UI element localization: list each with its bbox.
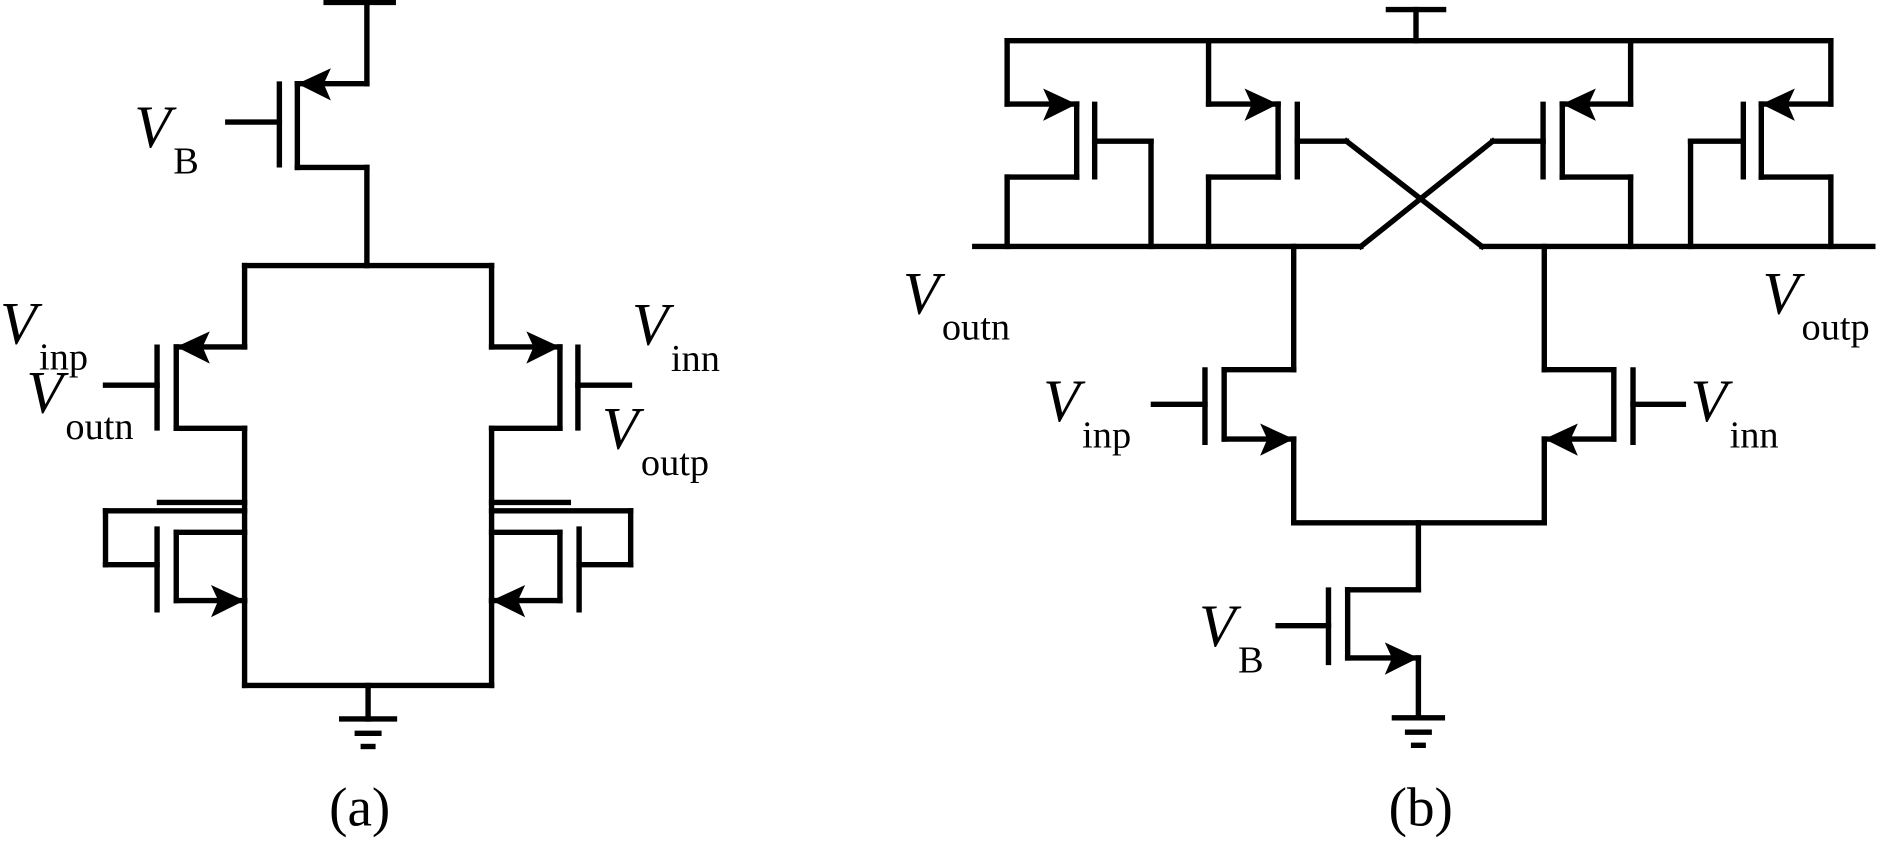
pmos-load-2-b (1687, 37, 1834, 250)
label-voutp-b: Voutp (1763, 260, 1870, 348)
arrow-icon (1244, 88, 1279, 121)
nmos-inp-b (1150, 243, 1297, 456)
vdd-symbol-b (1385, 6, 1447, 44)
ground-icon (339, 682, 398, 750)
pmos-inn-a (488, 262, 633, 431)
label-voutn-a: Voutn (26, 360, 133, 448)
label-voutp-a: Voutp (602, 396, 709, 484)
cross-wire (1357, 137, 1497, 251)
pmos-tail-a (225, 68, 370, 269)
arrow-icon (1384, 642, 1419, 675)
nmos-inn-b (1541, 243, 1687, 456)
nmos-load-right-a (488, 508, 634, 618)
arrow-icon (211, 584, 245, 618)
arrow-icon (1761, 88, 1795, 121)
arrow-icon (526, 331, 560, 364)
label-vinn-a: Vinn (632, 292, 720, 380)
label-vinn-b: Vinn (1691, 368, 1779, 456)
nmos-load-left-a (102, 508, 248, 618)
caption-b: (b) (1389, 777, 1453, 838)
arrow-icon (176, 331, 210, 364)
nmos-tail-b (1275, 520, 1422, 721)
label-vb-b: VB (1199, 593, 1264, 681)
cross-wire (1342, 137, 1486, 251)
arrow-icon (1260, 423, 1294, 456)
arrow-icon (1544, 423, 1578, 456)
arrow-icon (297, 68, 331, 101)
pmos-cross-1-b (1205, 37, 1350, 250)
label-voutn-b: Voutn (903, 260, 1010, 348)
panel-a: VB Vinp Vinn Voutn Voutp (a) (0, 0, 720, 838)
pmos-load-1-b (1004, 37, 1154, 250)
pmos-cross-2-b (1490, 37, 1634, 250)
pmos-inp-a (102, 262, 248, 431)
caption-a: (a) (329, 777, 390, 838)
panel-b: Voutn Voutp Vinp Vinn VB (b) (903, 6, 1876, 838)
ground-icon (1391, 715, 1446, 748)
vdd-symbol-a (323, 0, 396, 87)
label-vb-a: VB (134, 94, 199, 182)
arrow-icon (1562, 88, 1596, 121)
label-vinp-b: Vinp (1043, 368, 1131, 456)
arrow-icon (1043, 88, 1077, 121)
arrow-icon (491, 584, 526, 618)
label-vinp-a: Vinp (0, 290, 88, 378)
